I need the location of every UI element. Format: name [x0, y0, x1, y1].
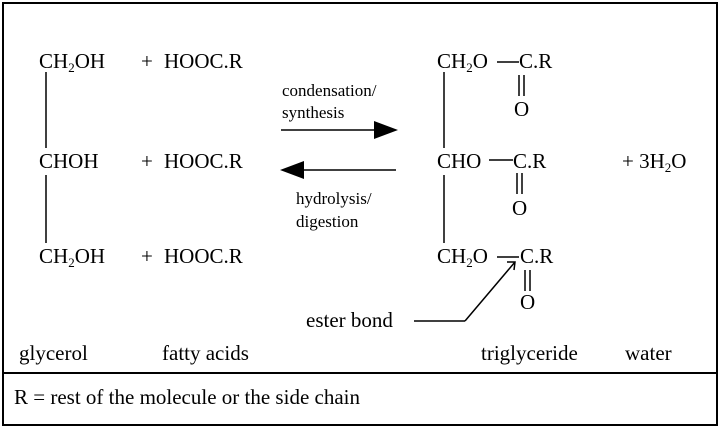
water-label: water [625, 341, 672, 365]
fatty-acid-1: HOOC.R [164, 49, 243, 73]
fatty-acids-label: fatty acids [162, 341, 249, 365]
carbonyl-oxygen-2: O [512, 196, 528, 220]
footnote-divider [4, 372, 716, 374]
carbonyl-oxygen-1: O [514, 97, 530, 121]
carbonyl-cr-3: C.R [520, 244, 554, 268]
forward-arrow-head [374, 121, 398, 139]
carbonyl-oxygen-3: O [520, 290, 536, 314]
triglyceride-ch2o-top: CH2O [437, 49, 488, 75]
ester-pointer-diagonal [464, 261, 516, 322]
triglyceride-ch2o-bottom: CH2O [437, 244, 488, 270]
footnote: R = rest of the molecule or the side cha… [14, 385, 360, 409]
glycerol-ch2oh-top: CH2OH [39, 49, 106, 75]
carbonyl-cr-1: C.R [519, 49, 553, 73]
plus-sign-2: + [141, 149, 153, 173]
fatty-acid-2: HOOC.R [164, 149, 243, 173]
ester-bond-label: ester bond [306, 308, 393, 332]
reverse-label-line2: digestion [296, 212, 359, 231]
glycerol-ch2oh-bottom: CH2OH [39, 244, 106, 270]
triglyceride-cho: CHO [437, 149, 482, 173]
plus-sign-1: + [141, 49, 153, 73]
forward-label-line2: synthesis [282, 103, 345, 122]
ester-pointer-arrowhead [507, 261, 516, 271]
reverse-label-line1: hydrolysis/ [296, 189, 372, 208]
glycerol-choh: CHOH [39, 149, 99, 173]
triglyceride-label: triglyceride [481, 341, 578, 365]
glycerol-label: glycerol [19, 341, 88, 365]
forward-label-line1: condensation/ [282, 81, 377, 100]
plus-sign-3: + [141, 244, 153, 268]
fatty-acid-3: HOOC.R [164, 244, 243, 268]
reverse-arrow-head [280, 161, 304, 179]
carbonyl-cr-2: C.R [513, 149, 547, 173]
water-formula: + 3H2O [622, 149, 687, 175]
